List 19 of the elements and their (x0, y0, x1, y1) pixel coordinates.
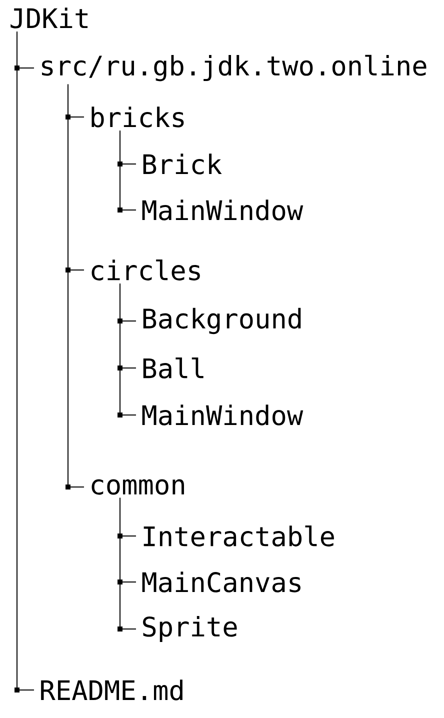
file-label: src/ru.gb.jdk.two.online (42, 54, 426, 82)
tree-branch (14, 31, 34, 692)
file-label: Brick (143, 154, 222, 174)
file-label: MainCanvas (142, 572, 300, 592)
tree-branch (66, 84, 84, 490)
file-label: Background (143, 308, 301, 334)
file-label: Sprite (143, 616, 237, 642)
file-label: bricks (92, 106, 184, 128)
file-label: README.md (41, 680, 182, 700)
file-label: circles (92, 260, 200, 280)
file-label: MainWindow (142, 404, 304, 426)
tree-branch (118, 130, 136, 212)
file-label: Ball (143, 358, 204, 378)
tree-branch (118, 497, 136, 632)
tree-branch (118, 283, 136, 418)
file-label: common (92, 479, 184, 495)
file-label: JDKit (10, 8, 88, 28)
file-label: MainWindow (142, 200, 304, 220)
file-label: Interactable (144, 526, 334, 546)
